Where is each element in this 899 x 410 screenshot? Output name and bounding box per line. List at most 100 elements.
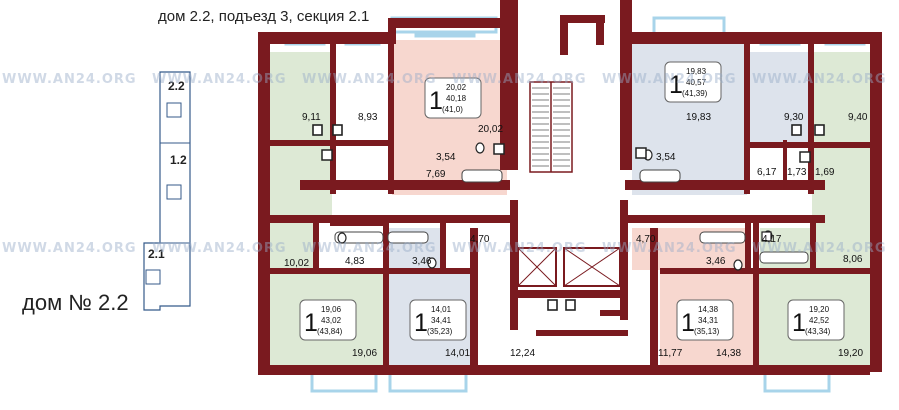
wall bbox=[783, 140, 787, 180]
apartment-room-count: 1 bbox=[304, 309, 318, 337]
staircase bbox=[529, 81, 573, 173]
wall bbox=[870, 32, 882, 372]
wall bbox=[620, 0, 632, 170]
plan-title: дом 2.2, подъезд 3, секция 2.1 bbox=[158, 8, 370, 25]
room-area-label: 3,54 bbox=[656, 152, 676, 163]
wall bbox=[650, 228, 658, 368]
wall bbox=[330, 44, 336, 194]
bathtub bbox=[759, 251, 809, 264]
apartment-tag-box bbox=[409, 299, 467, 341]
apartment-tag-box bbox=[299, 299, 357, 341]
room-area-label: 1,73 bbox=[787, 167, 807, 178]
apartment-tag-box bbox=[664, 61, 722, 103]
wall bbox=[385, 268, 475, 274]
vent-shaft bbox=[814, 124, 825, 136]
room-area-label: 19,20 bbox=[838, 348, 863, 359]
room-area-label: 20,02 bbox=[478, 124, 503, 135]
wall bbox=[388, 18, 396, 44]
room-area-label: 3,46 bbox=[706, 256, 726, 267]
toilet bbox=[475, 142, 485, 154]
room-area-label: 4,70 bbox=[636, 234, 656, 245]
wall bbox=[440, 223, 446, 268]
room-area-label: 9,40 bbox=[848, 112, 868, 123]
apartment-total-area: 34,31 bbox=[698, 316, 719, 325]
room-area-label: 8,06 bbox=[843, 254, 863, 265]
elevator-shaft bbox=[517, 247, 557, 287]
wall bbox=[560, 15, 568, 55]
sink bbox=[493, 143, 505, 155]
wall bbox=[536, 330, 628, 336]
wall bbox=[388, 18, 508, 28]
vent-shaft bbox=[791, 124, 802, 136]
apartment-total-area-full: (43,34) bbox=[805, 327, 831, 336]
room-area-label: 19,06 bbox=[352, 348, 377, 359]
toilet bbox=[337, 232, 347, 244]
apartment-tag-box bbox=[787, 299, 845, 341]
apartment-room-count: 1 bbox=[681, 309, 695, 337]
wall bbox=[808, 44, 814, 194]
apartment-living-area: 19,20 bbox=[809, 305, 830, 314]
bathtub bbox=[699, 231, 746, 244]
toilet bbox=[427, 257, 437, 269]
elevator-shafts bbox=[517, 247, 621, 287]
apartment-total-area: 34,41 bbox=[431, 316, 452, 325]
room-area-label: 4,70 bbox=[470, 234, 490, 245]
apartment-living-area: 19,06 bbox=[321, 305, 342, 314]
apartment-total-area-full: (43,84) bbox=[317, 327, 343, 336]
room-area-label: 14,01 bbox=[445, 348, 470, 359]
house-label: дом № 2.2 bbox=[22, 290, 129, 315]
room-fill-green bbox=[268, 215, 313, 270]
vent-shaft bbox=[312, 124, 323, 136]
elevator-cross bbox=[517, 247, 557, 287]
sink bbox=[635, 147, 647, 159]
wall bbox=[388, 44, 394, 194]
wall bbox=[560, 15, 605, 23]
apartment-room-count: 1 bbox=[792, 309, 806, 337]
wall bbox=[258, 32, 270, 372]
apartment-total-area: 40,57 bbox=[686, 78, 707, 87]
wall bbox=[313, 223, 319, 268]
wall bbox=[258, 365, 870, 375]
wall bbox=[745, 223, 751, 268]
wall bbox=[620, 200, 628, 320]
apartment-living-area: 14,01 bbox=[431, 305, 452, 314]
apartment-total-area-full: (35,23) bbox=[427, 327, 453, 336]
sink bbox=[321, 149, 333, 161]
vent-shaft bbox=[565, 299, 576, 311]
room-area-label: 4,83 bbox=[345, 256, 365, 267]
sink bbox=[799, 151, 811, 163]
wall bbox=[383, 223, 389, 368]
wall bbox=[510, 200, 518, 330]
wall bbox=[330, 222, 385, 226]
room-fill-blue bbox=[750, 52, 812, 147]
apartment-room-count: 1 bbox=[669, 71, 683, 99]
wall bbox=[660, 268, 755, 274]
elevator-shaft bbox=[563, 247, 621, 287]
wall bbox=[750, 142, 810, 148]
wall bbox=[600, 310, 628, 316]
apartment-room-count: 1 bbox=[414, 309, 428, 337]
fixtures bbox=[312, 124, 825, 311]
room-area-label: 12,24 bbox=[510, 348, 535, 359]
vent-shaft bbox=[332, 124, 343, 136]
room-area-label: 1,69 bbox=[815, 167, 835, 178]
wall bbox=[512, 290, 628, 298]
toilet bbox=[733, 259, 743, 271]
wall bbox=[625, 215, 825, 223]
balcony bbox=[652, 16, 726, 36]
vent-shaft bbox=[547, 299, 558, 311]
bathtub bbox=[387, 231, 429, 244]
room-area-label: 19,83 bbox=[686, 112, 711, 123]
wall bbox=[810, 223, 816, 268]
apartment-total-area-full: (41,39) bbox=[682, 89, 708, 98]
window bbox=[414, 31, 476, 38]
